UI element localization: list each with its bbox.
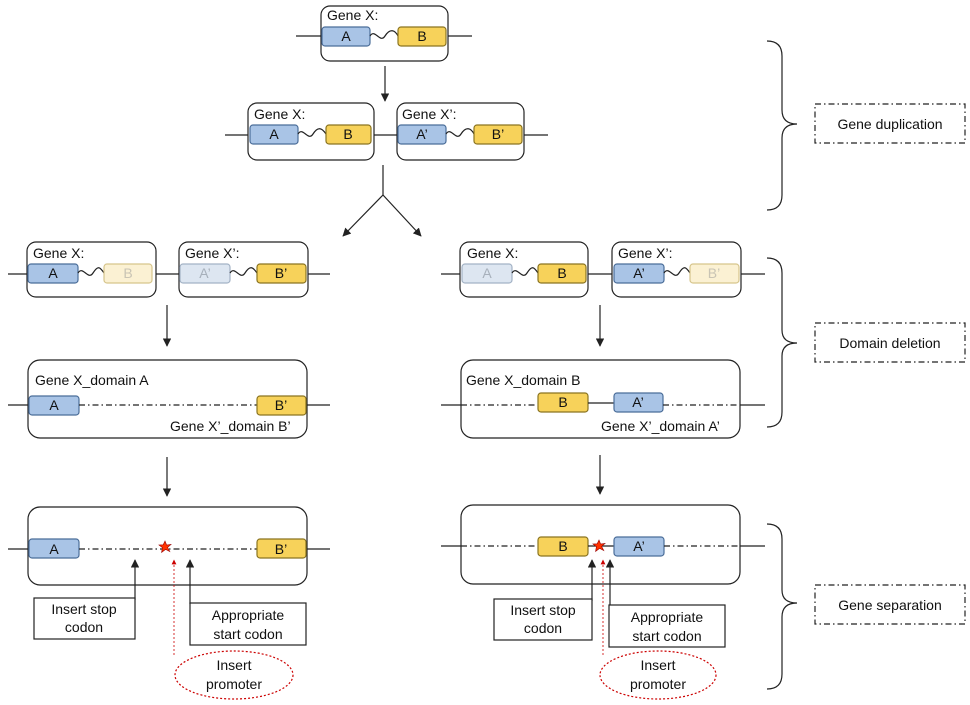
stage-label-duplication: Gene duplication	[837, 116, 942, 132]
callout-start-text: Appropriate	[631, 609, 704, 625]
callout-promoter-text: Insert	[216, 657, 251, 673]
domain-a-label: A	[49, 541, 59, 557]
domain-b-prime-label: B’	[275, 541, 287, 557]
domain-a-prime-label: A’	[633, 265, 644, 281]
callout-stop-text: Insert stop	[510, 602, 576, 618]
arrow-right-branch	[382, 194, 422, 237]
domain-b-prime-label: B’	[275, 397, 287, 413]
callout-promoter-text: Insert	[640, 657, 675, 673]
domain-b-label: B	[558, 394, 567, 410]
gene-x-label: Gene X:	[33, 245, 84, 261]
domain-a-label: A	[482, 265, 492, 281]
domain-b-label: B	[557, 265, 566, 281]
callout-start-text: start codon	[632, 628, 701, 644]
bracket-separation	[766, 523, 798, 690]
x-domain-a-label: Gene X_domain A	[35, 372, 149, 388]
stage-label-deletion: Domain deletion	[839, 335, 940, 351]
stage-box-deletion	[814, 322, 966, 363]
callout-start-text: start codon	[213, 626, 282, 642]
domain-a-label: A	[48, 265, 58, 281]
promoter-ellipse-left	[174, 650, 294, 700]
callout-box-start-right	[608, 604, 726, 648]
right-deletion-genes	[441, 241, 765, 298]
gene-x-label: Gene X:	[254, 106, 305, 122]
domain-b-label: B	[417, 28, 426, 44]
domain-b-label: B	[558, 538, 567, 554]
domain-a-prime-label: A’	[199, 265, 210, 281]
bracket-deletion	[766, 257, 798, 428]
x-prime-domain-b-label: Gene X’_domain B’	[170, 418, 291, 434]
callout-box-start-left	[189, 602, 307, 646]
callout-stop-text: Insert stop	[51, 601, 117, 617]
domain-b-box	[397, 26, 447, 47]
callout-box-stop-right	[493, 598, 593, 641]
duplicated-gene-x	[225, 102, 548, 161]
stage-box-duplication	[814, 103, 966, 144]
domain-b-prime-label: B’	[708, 265, 720, 281]
callout-stop-text: codon	[524, 620, 562, 636]
callout-box-stop-left	[33, 597, 136, 640]
domain-a-prime-label: A’	[632, 394, 643, 410]
domain-b-label: B	[123, 265, 132, 281]
domain-a-label: A	[341, 28, 351, 44]
callout-promoter-text: promoter	[206, 676, 262, 692]
original-gene-x	[296, 5, 472, 62]
callout-promoter-text: promoter	[630, 676, 686, 692]
domain-a-box	[321, 26, 371, 47]
promoter-star-icon	[592, 539, 606, 553]
promoter-ellipse-right	[599, 650, 717, 700]
domain-b-prime-label: B’	[492, 126, 504, 142]
gene-x-prime-label: Gene X’:	[185, 245, 239, 261]
bracket-duplication	[766, 40, 798, 211]
domain-b-label: B	[343, 126, 352, 142]
gene-x-prime-label: Gene X’:	[402, 106, 456, 122]
domain-a-prime-label: A’	[633, 538, 644, 554]
left-fused-gene	[8, 359, 330, 439]
duplicated-gene-x-prime	[396, 102, 525, 161]
arrow-left-branch	[342, 194, 384, 237]
gene-x-label: Gene X:	[467, 245, 518, 261]
domain-a-label: A	[269, 126, 279, 142]
x-prime-domain-a-label: Gene X’_domain A’	[601, 418, 720, 434]
left-deletion-genes	[8, 241, 330, 298]
gene-x-label: Gene X:	[327, 7, 378, 23]
x-domain-b-label: Gene X_domain B	[466, 372, 580, 388]
callout-start-text: Appropriate	[212, 607, 285, 623]
stage-box-separation	[814, 584, 966, 625]
gene-x-prime-label: Gene X’:	[618, 245, 672, 261]
domain-a-label: A	[49, 397, 59, 413]
domain-b-prime-label: B’	[275, 265, 287, 281]
callout-stop-text: codon	[65, 619, 103, 635]
stage-label-separation: Gene separation	[838, 597, 942, 613]
right-fused-gene	[441, 359, 765, 439]
domain-a-prime-label: A’	[416, 126, 427, 142]
promoter-star-icon	[158, 540, 172, 554]
